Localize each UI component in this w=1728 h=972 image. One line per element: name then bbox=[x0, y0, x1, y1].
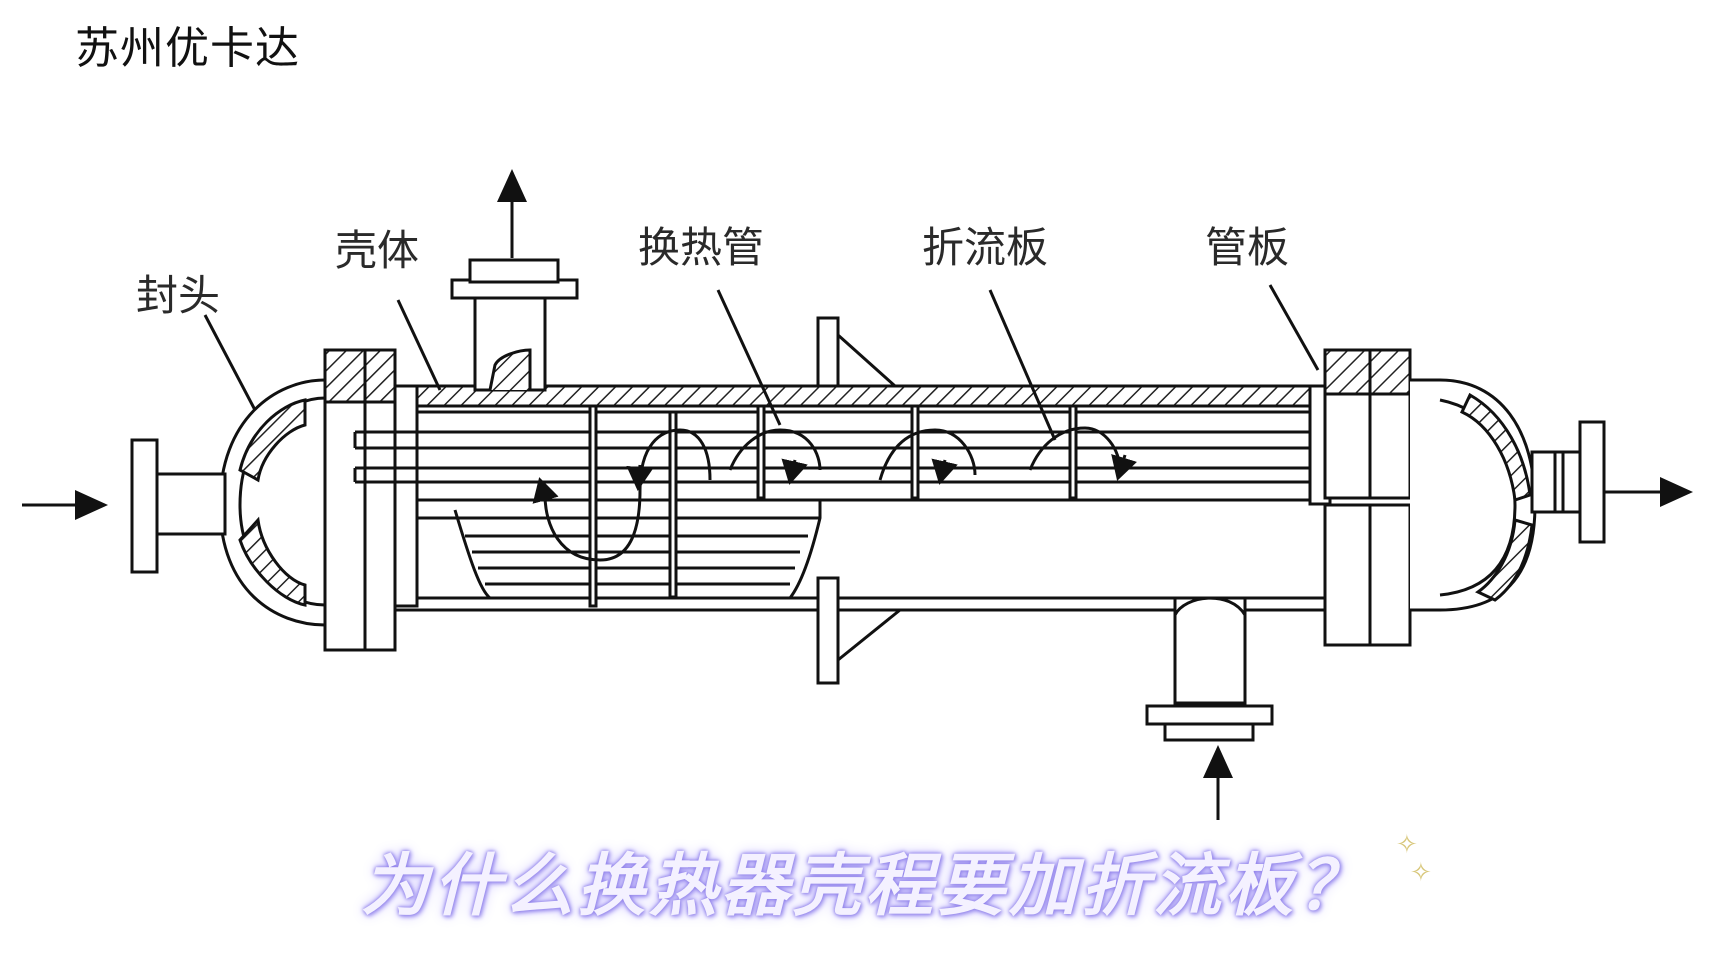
lower-tubes bbox=[415, 500, 822, 600]
label-tubesheet: 管板 bbox=[1205, 223, 1289, 272]
leader-tubesheet bbox=[1268, 284, 1320, 371]
label-head: 封头 bbox=[136, 271, 220, 320]
brand-text: 苏州优卡达 bbox=[75, 23, 300, 74]
support-bottom bbox=[816, 576, 840, 685]
left-tubesheet bbox=[393, 384, 419, 608]
baffles bbox=[588, 404, 1078, 608]
left-nozzle-pipe bbox=[153, 472, 227, 536]
leader-head bbox=[203, 314, 257, 411]
caption-text: 为什么换热器壳程要加折流板？ bbox=[360, 847, 1369, 926]
right-nozzle-flange bbox=[1578, 420, 1606, 544]
label-tube: 换热管 bbox=[638, 223, 764, 272]
bottom-nozzle-pipe bbox=[1173, 596, 1247, 705]
sparkle-icon: ✧ bbox=[1410, 858, 1432, 888]
sparkle-icon: ✧ bbox=[1396, 830, 1418, 860]
bottom-nozzle-flange bbox=[1145, 704, 1274, 726]
leader-baffle bbox=[988, 289, 1057, 441]
shell-flow-path bbox=[532, 426, 1138, 562]
support-top bbox=[816, 316, 840, 388]
leader-shell bbox=[396, 299, 442, 391]
tube-bundle bbox=[353, 410, 1310, 502]
label-shell: 壳体 bbox=[335, 226, 419, 275]
label-baffle: 折流板 bbox=[922, 223, 1048, 272]
left-nozzle-flange bbox=[130, 438, 159, 574]
leader-tube bbox=[716, 289, 782, 426]
